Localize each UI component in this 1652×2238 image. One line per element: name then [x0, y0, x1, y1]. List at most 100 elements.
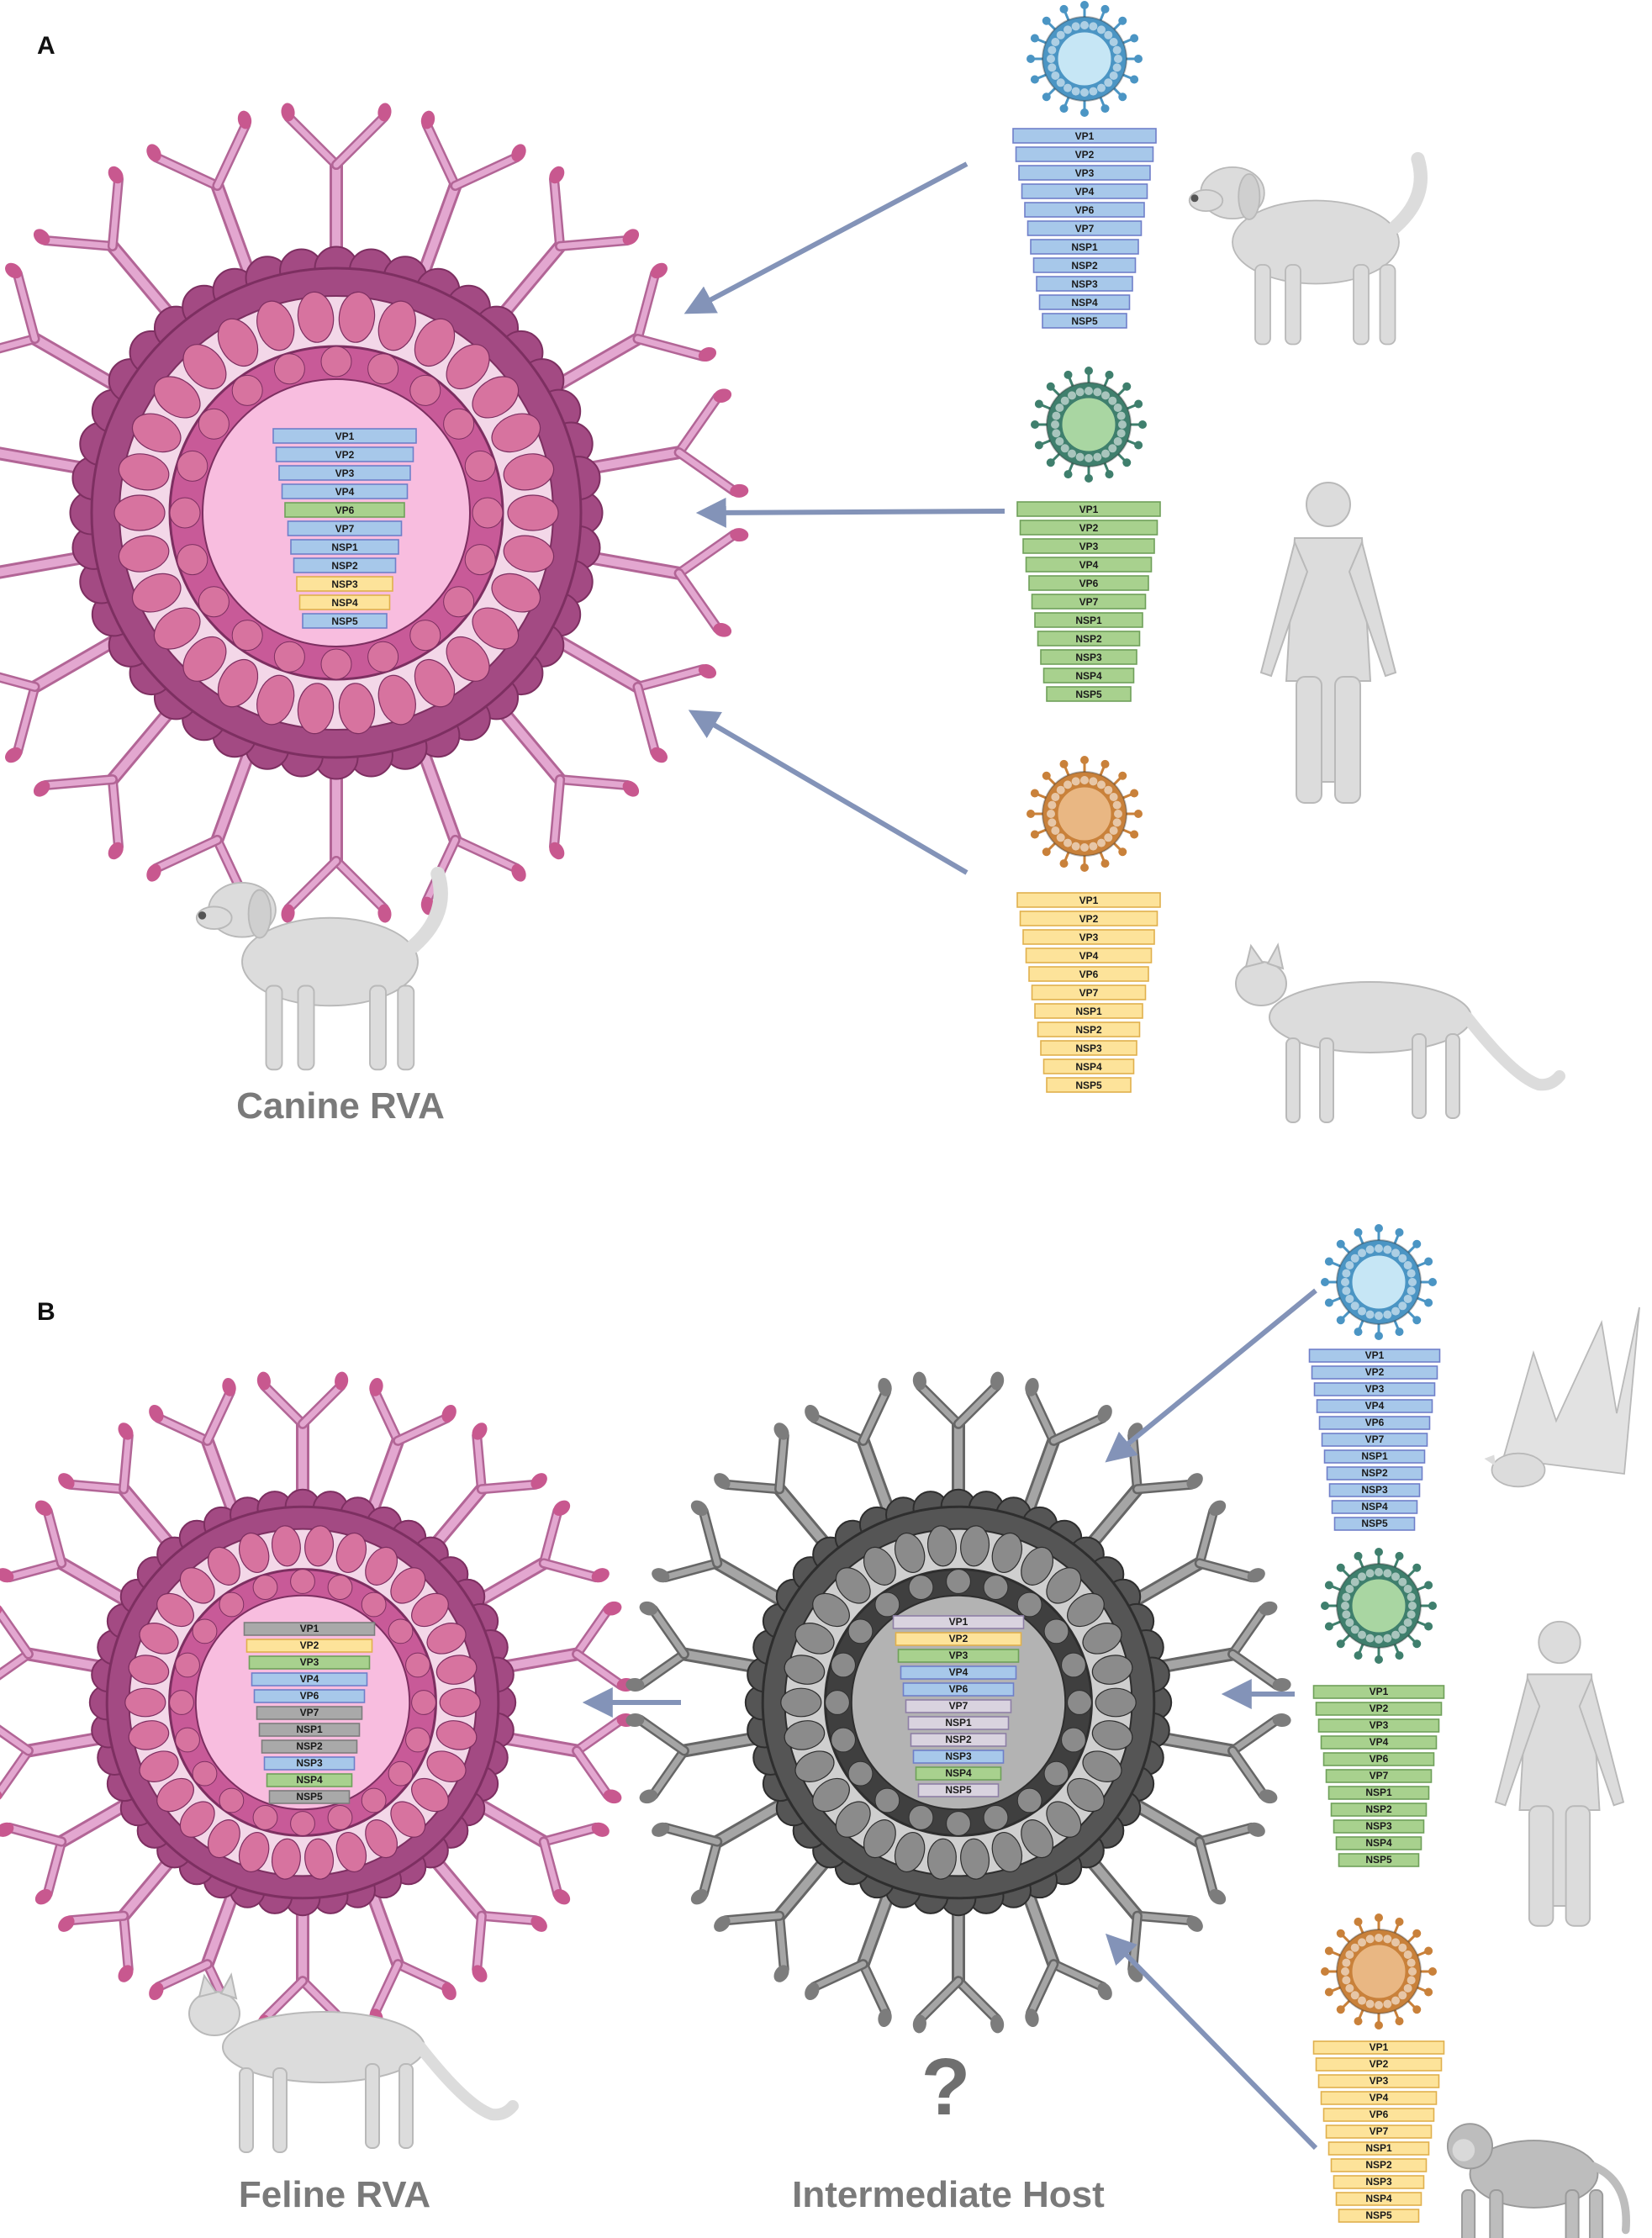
- svg-text:NSP1: NSP1: [1071, 241, 1098, 253]
- segment-vp2: VP2: [1015, 146, 1154, 162]
- spike-protein-icon: [1019, 1377, 1112, 1523]
- svg-text:NSP5: NSP5: [945, 1784, 972, 1796]
- panel-label-b: B: [37, 1298, 55, 1326]
- svg-text:VP4: VP4: [335, 486, 355, 498]
- segment-vp7: VP7: [1031, 984, 1147, 1000]
- svg-text:VP3: VP3: [1079, 541, 1099, 552]
- segment-nsp4: NSP4: [915, 1766, 1002, 1781]
- svg-text:VP6: VP6: [1079, 969, 1099, 980]
- svg-text:VP6: VP6: [300, 1690, 319, 1702]
- spike-protein-icon: [149, 1377, 242, 1523]
- spike-protein-icon: [805, 1377, 898, 1523]
- segment-vp2: VP2: [1315, 1702, 1443, 1716]
- segment-nsp3: NSP3: [263, 1756, 356, 1771]
- svg-text:NSP2: NSP2: [331, 560, 358, 572]
- svg-text:NSP3: NSP3: [1365, 2176, 1392, 2188]
- segment-vp4: VP4: [1025, 947, 1153, 963]
- spike-protein-icon: [1079, 1423, 1203, 1558]
- spike-protein-icon: [58, 1423, 182, 1558]
- segment-nsp2: NSP2: [1330, 2158, 1428, 2172]
- svg-text:VP6: VP6: [1370, 2109, 1389, 2120]
- segment-nsp5: NSP5: [1046, 686, 1132, 702]
- spike-protein-icon: [1079, 1847, 1203, 1982]
- human-icon: [1259, 482, 1397, 804]
- panel-b: B VP1VP2VP3VP4VP6VP7NSP1NSP2NSP3NSP4NSP5…: [0, 1224, 1640, 2238]
- spike-protein-icon: [1122, 1794, 1265, 1905]
- spike-protein-icon: [543, 262, 717, 396]
- svg-text:NSP4: NSP4: [1365, 1837, 1392, 1849]
- svg-text:VP4: VP4: [1365, 1400, 1385, 1412]
- spike-protein-icon: [1122, 1500, 1265, 1611]
- arrow-blue-to-canine: [683, 161, 969, 314]
- spike-protein-icon: [467, 1500, 610, 1611]
- spike-protein-icon: [423, 1423, 547, 1558]
- svg-text:VP6: VP6: [335, 504, 355, 516]
- segment-nsp5: NSP5: [1338, 2209, 1420, 2223]
- segment-nsp1: NSP1: [1323, 1449, 1426, 1464]
- segment-vp4: VP4: [900, 1665, 1017, 1680]
- svg-text:NSP1: NSP1: [1075, 1006, 1102, 1017]
- segment-nsp2: NSP2: [293, 557, 397, 573]
- svg-text:VP7: VP7: [1079, 987, 1099, 999]
- segment-vp7: VP7: [1321, 1433, 1428, 1447]
- svg-text:NSP3: NSP3: [1075, 652, 1102, 663]
- segment-nsp5: NSP5: [1046, 1077, 1132, 1093]
- svg-text:NSP1: NSP1: [331, 541, 358, 553]
- segment-vp7: VP7: [287, 520, 403, 536]
- segment-vp6: VP6: [253, 1689, 366, 1703]
- segment-nsp5: NSP5: [917, 1783, 1000, 1797]
- segment-vp4: VP4: [1320, 1735, 1438, 1750]
- svg-text:VP1: VP1: [1075, 130, 1095, 142]
- segment-nsp1: NSP1: [1327, 2141, 1430, 2156]
- spike-protein-icon: [146, 110, 259, 288]
- spike-protein-icon: [0, 630, 129, 763]
- segment-nsp4: NSP4: [1042, 1058, 1135, 1074]
- segment-vp1: VP1: [1016, 892, 1161, 908]
- svg-text:NSP5: NSP5: [1075, 1079, 1102, 1091]
- svg-text:NSP1: NSP1: [1075, 615, 1102, 626]
- svg-text:NSP2: NSP2: [1071, 260, 1098, 272]
- svg-text:NSP1: NSP1: [945, 1717, 972, 1729]
- segment-nsp3: NSP3: [1040, 649, 1137, 665]
- segment-vp3: VP3: [278, 465, 411, 481]
- spike-protein-icon: [414, 738, 526, 916]
- segment-vp1: VP1: [1012, 128, 1157, 144]
- spike-protein-icon: [33, 695, 185, 860]
- spike-protein-icon: [912, 1371, 1005, 1512]
- svg-text:NSP3: NSP3: [945, 1750, 972, 1762]
- segment-vp2: VP2: [1019, 911, 1159, 926]
- segment-vp3: VP3: [1317, 1718, 1440, 1733]
- svg-text:VP6: VP6: [949, 1683, 969, 1695]
- svg-text:NSP4: NSP4: [1075, 670, 1102, 682]
- spike-protein-icon: [652, 1500, 794, 1611]
- segment-nsp4: NSP4: [1038, 294, 1131, 310]
- monkey-icon: [1446, 2123, 1630, 2238]
- svg-text:VP7: VP7: [1075, 223, 1095, 235]
- dog-icon: [1188, 151, 1428, 346]
- segment-vp4: VP4: [1316, 1399, 1433, 1413]
- svg-text:NSP2: NSP2: [1361, 1467, 1388, 1479]
- segment-nsp4: NSP4: [1335, 2192, 1422, 2206]
- segment-nsp2: NSP2: [1037, 1021, 1141, 1037]
- svg-text:NSP1: NSP1: [1365, 1787, 1392, 1798]
- svg-text:NSP5: NSP5: [1071, 315, 1098, 327]
- svg-text:NSP5: NSP5: [1365, 2209, 1392, 2221]
- segment-nsp3: NSP3: [1333, 2175, 1425, 2189]
- segment-vp3: VP3: [1018, 165, 1151, 181]
- arrow-orange-to-canine: [688, 710, 969, 875]
- segment-vp1: VP1: [892, 1615, 1025, 1629]
- svg-text:VP1: VP1: [335, 430, 355, 442]
- svg-text:NSP3: NSP3: [331, 578, 358, 590]
- svg-text:NSP3: NSP3: [1071, 278, 1098, 290]
- segment-vp3: VP3: [1317, 2074, 1440, 2088]
- svg-text:VP2: VP2: [335, 449, 355, 461]
- spike-protein-icon: [467, 1794, 610, 1905]
- segment-vp3: VP3: [897, 1649, 1020, 1663]
- spike-protein-icon: [543, 630, 717, 763]
- svg-text:VP1: VP1: [1370, 2041, 1389, 2053]
- segment-nsp1: NSP1: [258, 1723, 361, 1737]
